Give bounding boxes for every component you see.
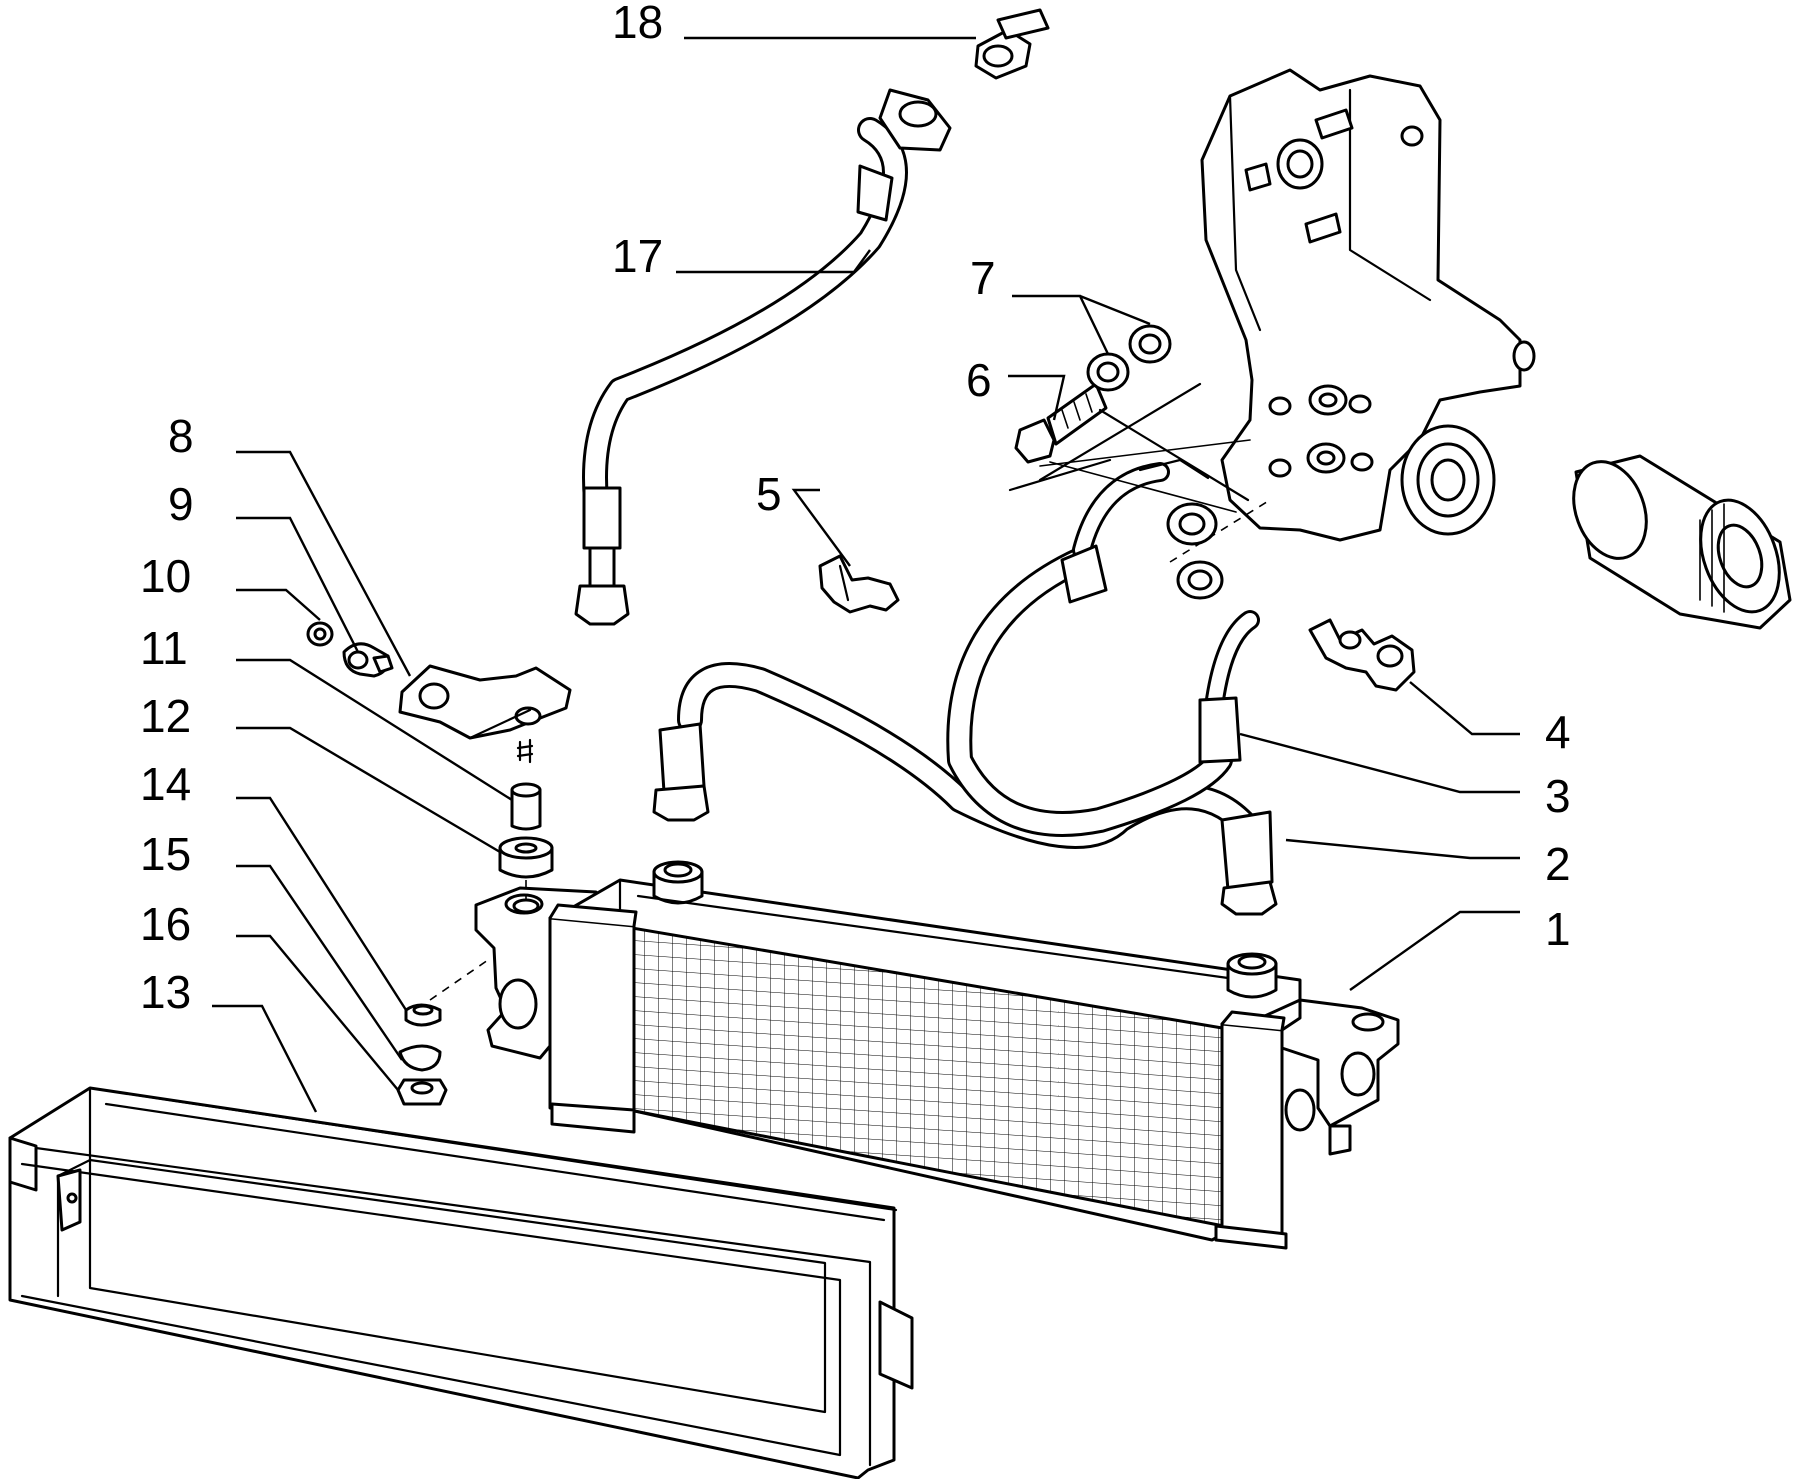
callout-8: 8 [168, 410, 194, 462]
banjo-bolt-6 [1014, 382, 1108, 464]
oil-hoses-2-3 [652, 458, 1278, 916]
callout-13: 13 [140, 966, 191, 1018]
callout-5: 5 [756, 468, 782, 520]
callout-17: 17 [612, 230, 663, 282]
union-fitting-18 [974, 8, 1050, 80]
callout-labels: 1 2 3 4 5 6 7 8 9 10 11 12 13 14 15 16 1… [140, 0, 1571, 1018]
mounting-bracket-assembly [306, 621, 572, 764]
callout-14: 14 [140, 758, 191, 810]
oil-cooler-radiator [474, 860, 1400, 1250]
oil-filter [1572, 454, 1792, 630]
callout-10: 10 [140, 550, 191, 602]
callout-1: 1 [1545, 903, 1571, 955]
mounting-hardware [396, 782, 554, 1106]
leader-lines [212, 36, 1520, 1113]
callout-3: 3 [1545, 770, 1571, 822]
sealing-washers-7 [1086, 324, 1172, 392]
hose-clip-5 [818, 554, 900, 614]
callout-12: 12 [140, 690, 191, 742]
callout-15: 15 [140, 828, 191, 880]
callout-2: 2 [1545, 838, 1571, 890]
oil-hose-17 [574, 88, 952, 626]
air-duct-shroud [8, 1086, 914, 1479]
callout-11: 11 [140, 622, 188, 674]
callout-4: 4 [1545, 706, 1571, 758]
hose-clip-4 [1308, 618, 1416, 692]
callout-6: 6 [966, 354, 992, 406]
callout-18: 18 [612, 0, 663, 48]
callout-7: 7 [970, 252, 996, 304]
callout-9: 9 [168, 478, 194, 530]
engine-block-mount [1008, 68, 1536, 563]
callout-16: 16 [140, 898, 191, 950]
